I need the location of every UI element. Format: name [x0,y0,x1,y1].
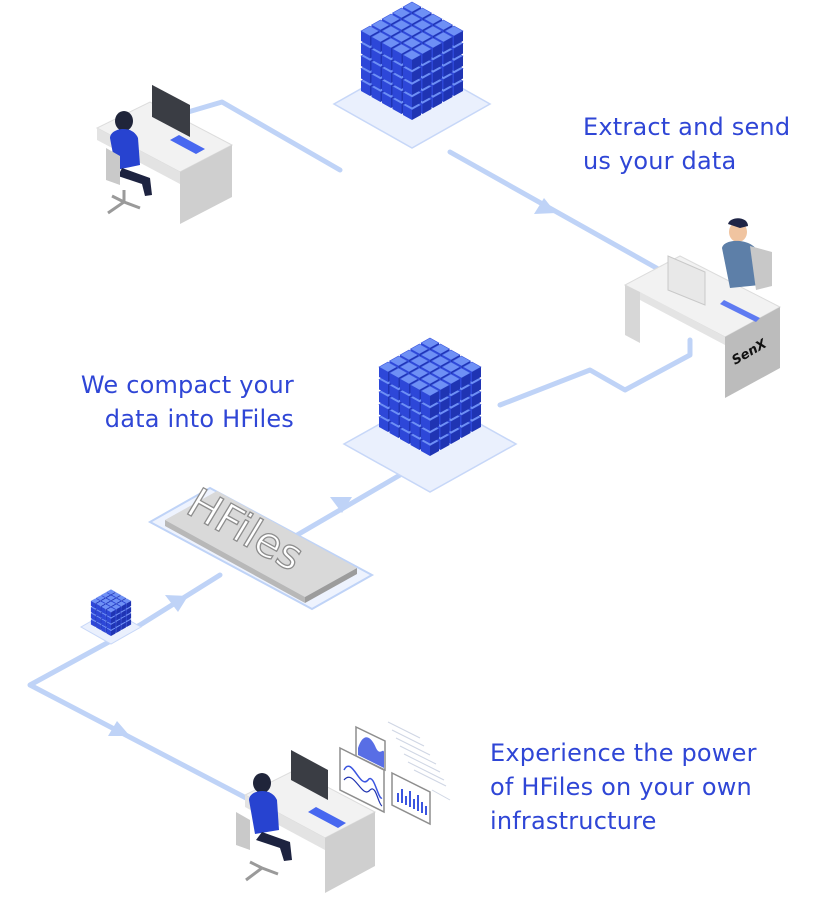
caption-line: We compact your [80,371,294,399]
developer-at-desk-icon [236,750,377,893]
caption-line: of HFiles on your own [490,773,752,801]
caption-line: Experience the power [490,739,757,767]
dashboard-charts-icon [339,721,451,826]
caption-line: us your data [583,147,737,175]
step-compact-caption: We compact your data into HFiles [58,368,294,436]
developer-at-desk-icon [95,84,234,224]
caption-line: Extract and send [583,113,791,141]
flow-arrow-icon [108,198,556,736]
data-cube-icon [342,337,518,493]
step-extract-caption: Extract and send us your data [583,110,790,178]
senx-desk-icon: SenX [623,218,782,398]
step-experience-caption: Experience the power of HFiles on your o… [490,736,757,838]
caption-line: infrastructure [490,807,657,835]
caption-line: data into HFiles [104,405,294,433]
data-cube-icon [332,1,492,149]
data-cube-icon [79,589,143,645]
